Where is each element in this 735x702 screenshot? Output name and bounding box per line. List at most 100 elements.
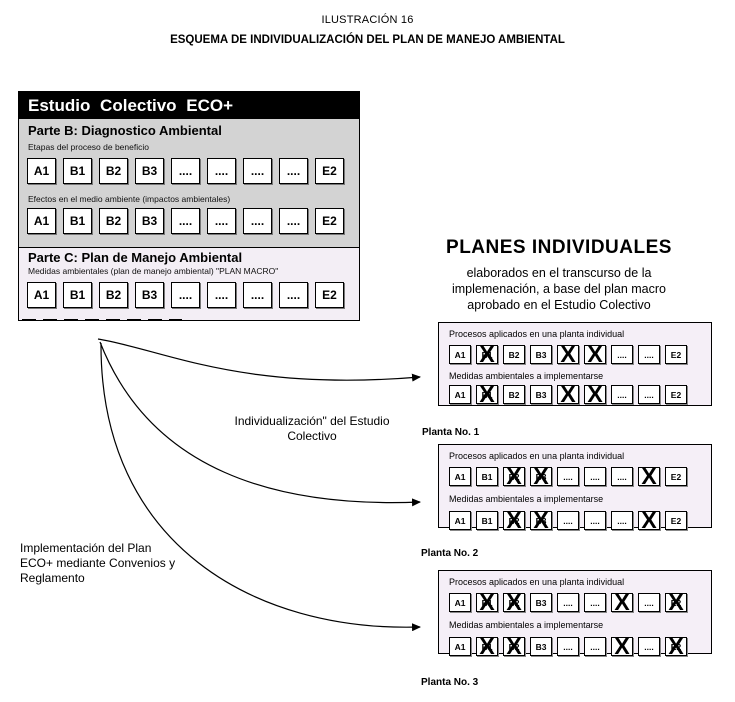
cross-mark-icon: X (479, 632, 495, 659)
plant-stage-box: X (557, 340, 579, 367)
stage-box: B3 (135, 282, 164, 308)
cross-mark-icon: X (641, 462, 657, 489)
plant-stage-box: .... (557, 467, 579, 486)
plant-stage-box: B3 (530, 385, 552, 404)
stage-box: B1 (63, 282, 92, 308)
cross-mark-icon: X (479, 380, 495, 407)
stage-box: .... (207, 282, 236, 308)
plant-stage-box: X (638, 508, 660, 531)
plant-stage-box: .... (611, 385, 633, 404)
plant-stage-box: E2 (665, 345, 687, 364)
plant-stage-box: .... (611, 345, 633, 364)
plant-stage-box: X (584, 380, 606, 407)
cross-mark-icon: X (587, 380, 603, 407)
arrow-to-plant-2 (99, 341, 421, 507)
stage-box: B1 (63, 158, 92, 184)
stage-box: A1 (27, 158, 56, 184)
plant-stage-box: A1 (449, 385, 471, 404)
stage-box: .... (243, 158, 272, 184)
cross-mark-icon: X (479, 588, 495, 615)
cross-mark-icon: X (506, 462, 522, 489)
plant-stage-box: B2 (503, 345, 525, 364)
stage-box: E2 (315, 208, 344, 234)
plant-stage-box: .... (638, 593, 660, 612)
plant-stage-box: A1 (449, 637, 471, 656)
part-b-title: Parte B: Diagnostico Ambiental (28, 123, 222, 138)
plant-3-box: Procesos aplicados en una planta individ… (438, 570, 712, 659)
cross-mark-icon: X (506, 588, 522, 615)
plant-stage-box: B1 (476, 467, 498, 486)
stage-box: .... (279, 282, 308, 308)
part-b-row1-label: Etapas del proceso de beneficio (28, 142, 149, 152)
plant-stage-box: .... (584, 593, 606, 612)
part-c-row-label: Medidas ambientales (plan de manejo ambi… (28, 266, 279, 276)
dashed-separator (22, 319, 182, 321)
plant-stage-box: B3 (530, 345, 552, 364)
plant-stage-box: .... (611, 511, 633, 530)
plant-stage-box: .... (584, 467, 606, 486)
stage-box: E2 (315, 282, 344, 308)
part-c-title: Parte C: Plan de Manejo Ambiental (28, 250, 243, 265)
plant-row2-label: Medidas ambientales a implementarse (449, 371, 604, 381)
plant-row1-label: Procesos aplicados en una planta individ… (449, 577, 625, 587)
plant-row1-label: Procesos aplicados en una planta individ… (449, 329, 625, 339)
cross-mark-icon: X (533, 462, 549, 489)
stage-box: B3 (135, 208, 164, 234)
plant-stage-box: E2 (665, 385, 687, 404)
plant-3-name: Planta No. 3 (421, 677, 479, 688)
plant-stage-box: A1 (449, 345, 471, 364)
stage-box: .... (243, 282, 272, 308)
cross-mark-icon: X (506, 632, 522, 659)
stage-box: E2 (315, 158, 344, 184)
plant-stage-box: E2 (665, 467, 687, 486)
plant-stage-box: B3 (530, 637, 552, 656)
plant-stage-box: .... (611, 467, 633, 486)
plant-stage-box: X (584, 342, 606, 365)
plant-stage-box: X (557, 382, 579, 405)
cross-mark-icon: X (560, 340, 576, 367)
collective-header: Estudio Colectivo ECO+ (19, 92, 359, 119)
stage-box: B2 (99, 208, 128, 234)
stage-box: B2 (99, 158, 128, 184)
stage-box: A1 (27, 282, 56, 308)
plant-stage-box: A1 (449, 467, 471, 486)
plant-stage-box: .... (638, 637, 660, 656)
plant-row1-label: Procesos aplicados en una planta individ… (449, 451, 625, 461)
plant-stage-box: A1 (449, 511, 471, 530)
cross-mark-icon: X (614, 632, 630, 659)
stage-box: .... (171, 208, 200, 234)
stage-box: .... (279, 158, 308, 184)
plant-stage-box: .... (557, 593, 579, 612)
plant-stage-box: A1 (449, 593, 471, 612)
plant-stage-box: X (638, 462, 660, 489)
stage-box: .... (279, 208, 308, 234)
stage-box: A1 (27, 208, 56, 234)
plant-stage-box: B1 (476, 511, 498, 530)
arrow-to-plant-1 (97, 338, 421, 382)
plant-stage-box: .... (557, 637, 579, 656)
collective-study-box: Estudio Colectivo ECO+ Parte B: Diagnost… (18, 91, 360, 321)
plant-stage-box: X (611, 632, 633, 659)
stage-box: B2 (99, 282, 128, 308)
stage-box: .... (243, 208, 272, 234)
plant-stage-box: .... (638, 345, 660, 364)
plant-stage-box: B3 (530, 593, 552, 612)
cross-mark-icon: X (533, 506, 549, 533)
